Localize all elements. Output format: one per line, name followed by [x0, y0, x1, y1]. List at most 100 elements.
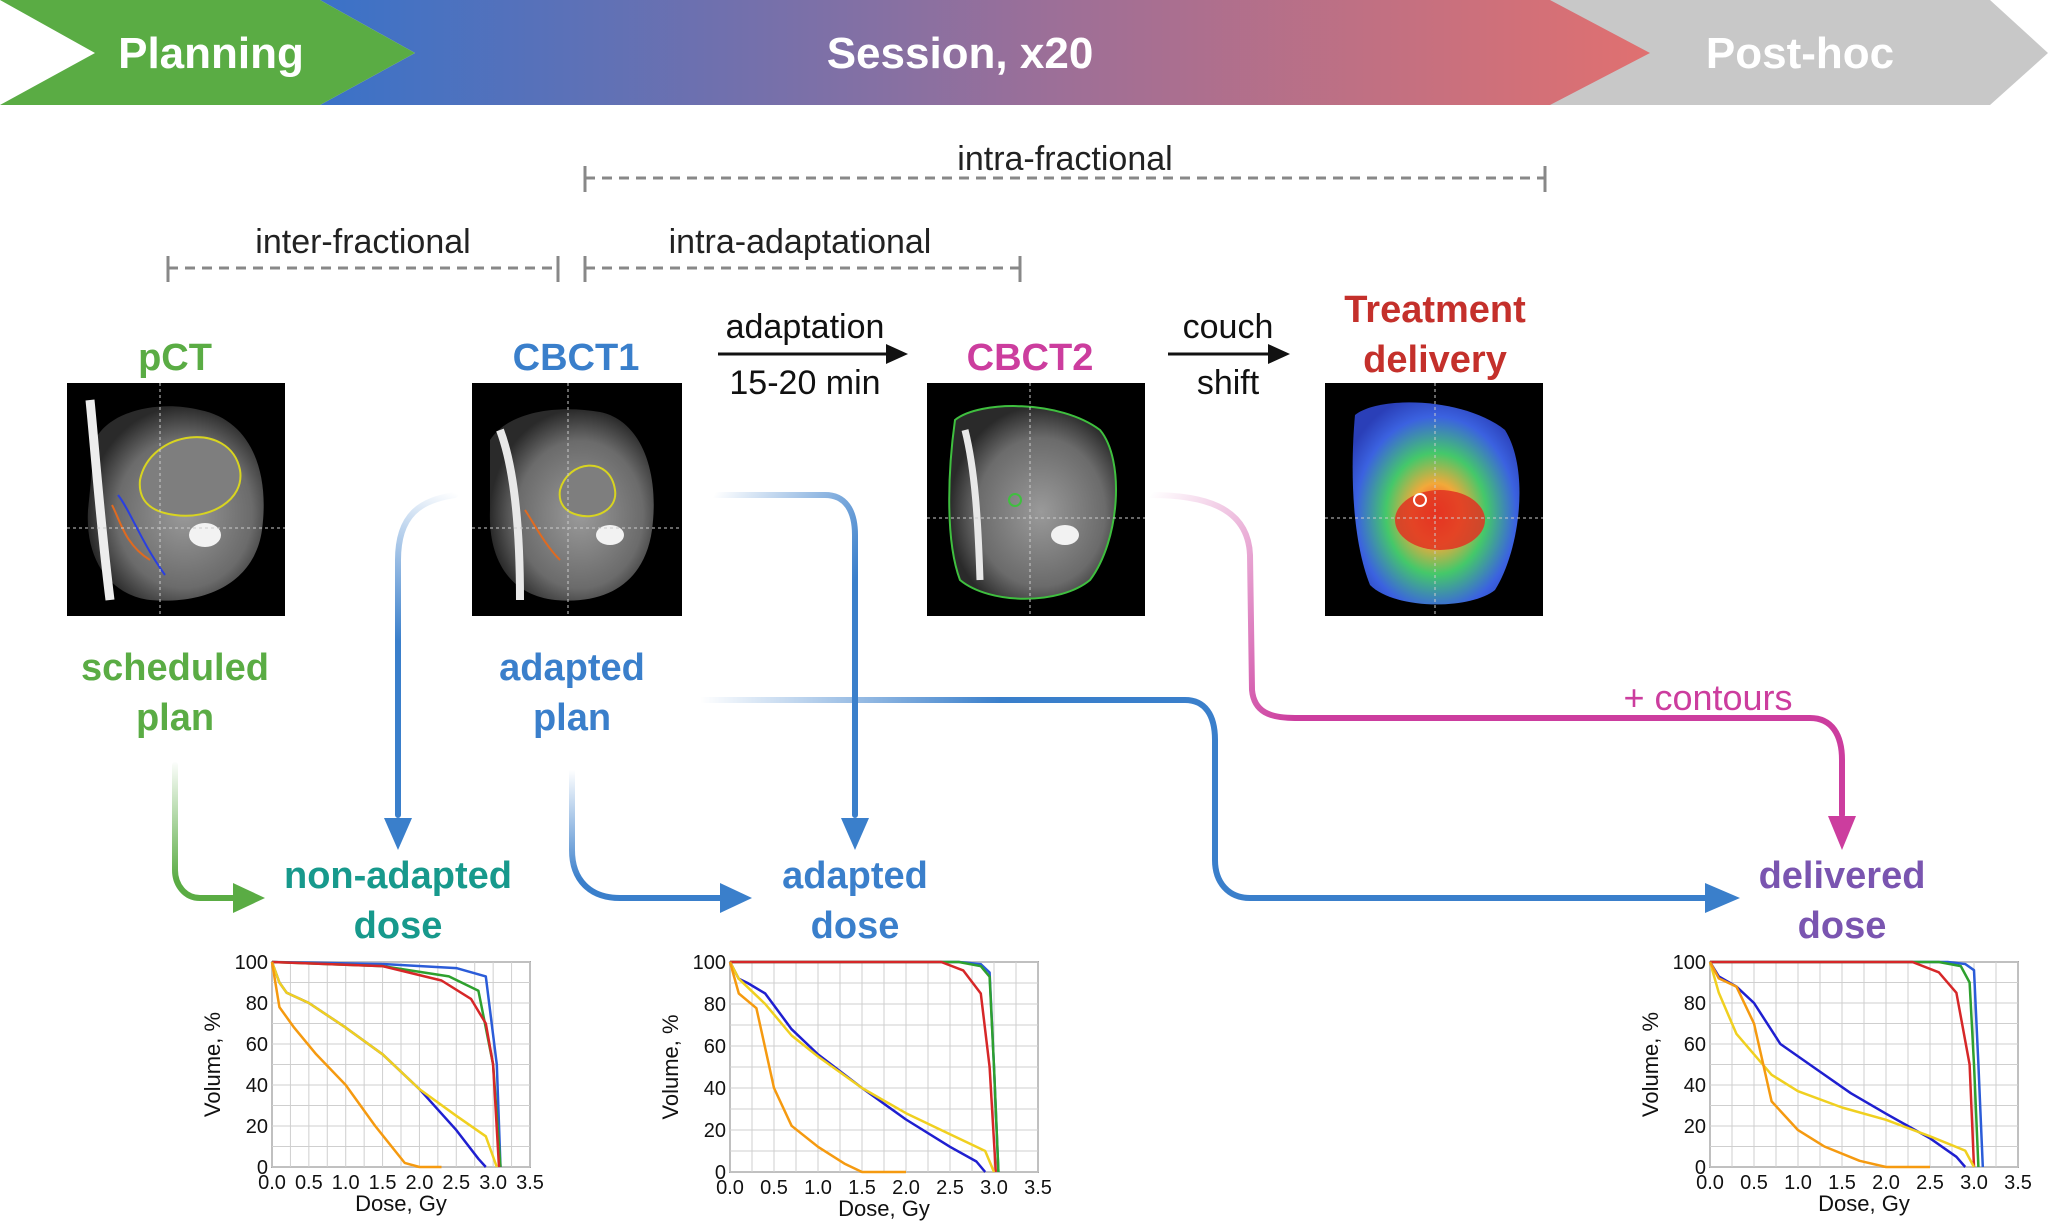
x-tick-label: 2.5: [1916, 1172, 1944, 1194]
y-tick-label: 40: [704, 1078, 726, 1100]
series-line-4: [270, 961, 498, 1168]
cbct1-to-nonadapted-arrow: [395, 492, 458, 818]
y-tick-label: 20: [704, 1120, 726, 1142]
phase-posthoc-label: Post-hoc: [1706, 29, 1894, 78]
phase-session-arrow: [320, 0, 1650, 105]
x-tick-label: 3.5: [1024, 1177, 1052, 1199]
series-line-4: [1708, 961, 1976, 1168]
x-tick-label: 0.0: [716, 1177, 744, 1199]
y-axis-label: Volume, %: [200, 1012, 225, 1117]
delivered-dose-line2: dose: [1798, 905, 1887, 947]
non-adapted-dose-line2: dose: [354, 905, 443, 947]
span-brackets: [166, 166, 1547, 282]
y-tick-label: 100: [693, 952, 726, 974]
y-axis-label: Volume, %: [658, 1014, 683, 1119]
series-line-4: [728, 961, 996, 1173]
x-tick-label: 2.5: [442, 1172, 470, 1194]
y-tick-label: 0: [715, 1162, 726, 1184]
x-tick-label: 1.0: [332, 1172, 360, 1194]
flow-arrows: [172, 492, 1845, 901]
y-tick-label: 100: [1673, 952, 1706, 974]
x-tick-label: 1.5: [848, 1177, 876, 1199]
phase-posthoc-arrow: [1530, 0, 2048, 105]
cbct2-image: [927, 383, 1145, 616]
phase-planning-label: Planning: [118, 29, 304, 78]
x-axis-label: Dose, Gy: [1818, 1191, 1910, 1216]
x-tick-label: 0.0: [1696, 1172, 1724, 1194]
phase-session-label: Session, x20: [827, 29, 1094, 78]
arrow-heads: [233, 816, 1856, 913]
pct-title: pCT: [138, 337, 212, 379]
scheduled-plan-line2: plan: [136, 697, 214, 739]
adaptation-time-label: 15-20 min: [729, 364, 880, 402]
x-axis-label: Dose, Gy: [355, 1191, 447, 1216]
x-tick-label: 0.5: [760, 1177, 788, 1199]
y-tick-label: 40: [1684, 1075, 1706, 1097]
y-tick-label: 20: [1684, 1116, 1706, 1138]
treatment-title-line2: delivery: [1363, 339, 1507, 381]
adaptation-arrow: [718, 344, 908, 364]
dvh-chart-adapted: 0.0 0.5 1.0 1.5 2.0 2.5 3.0 3.5 0 20 40 60 80 100Dose…: [658, 952, 1052, 1221]
x-tick-label: 1.0: [1784, 1172, 1812, 1194]
series-line-3: [728, 961, 987, 1173]
inter-fractional-label: inter-fractional: [255, 223, 470, 261]
series-line-5: [1708, 961, 1930, 1169]
phase-planning-arrow: [0, 0, 415, 105]
y-tick-label: 0: [257, 1157, 268, 1179]
plan-to-delivered-arrow: [697, 697, 1708, 901]
treatment-delivery-image: [1325, 383, 1543, 616]
x-tick-label: 1.5: [369, 1172, 397, 1194]
y-tick-label: 80: [1684, 993, 1706, 1015]
cbct2-to-delivered-arrow: [1147, 492, 1845, 818]
x-axis-label: Dose, Gy: [838, 1196, 930, 1221]
x-tick-label: 3.0: [1960, 1172, 1988, 1194]
cbct1-image: [472, 383, 682, 616]
series-line-2: [1710, 960, 1976, 1168]
x-tick-label: 0.5: [295, 1172, 323, 1194]
cbct1-to-adapted-arrow: [712, 492, 858, 818]
y-tick-label: 100: [235, 952, 268, 974]
adapted-plan-line1: adapted: [499, 647, 645, 689]
delivered-dose-line1: delivered: [1759, 855, 1926, 897]
x-tick-label: 1.5: [1828, 1172, 1856, 1194]
y-tick-label: 60: [704, 1036, 726, 1058]
treatment-title-line1: Treatment: [1344, 289, 1526, 331]
x-tick-label: 0.5: [1740, 1172, 1768, 1194]
phase-banner: Planning Session, x20 Post-hoc: [0, 0, 2048, 105]
x-tick-label: 3.5: [516, 1172, 544, 1194]
couch-label: couch: [1183, 308, 1274, 346]
series-line-5: [728, 961, 906, 1174]
adapted-dose-line2: dose: [811, 905, 900, 947]
y-tick-label: 80: [246, 993, 268, 1015]
plan-to-nonadapted-arrow: [172, 762, 238, 901]
cbct2-title: CBCT2: [967, 337, 1094, 379]
series-line-2: [730, 960, 998, 1173]
shift-label: shift: [1197, 364, 1260, 402]
adapted-plan-line2: plan: [533, 697, 611, 739]
x-tick-label: 3.0: [980, 1177, 1008, 1199]
pct-image: [67, 383, 285, 616]
x-tick-label: 3.0: [479, 1172, 507, 1194]
non-adapted-dose-line1: non-adapted: [284, 855, 512, 897]
y-tick-label: 80: [704, 994, 726, 1016]
x-tick-label: 0.0: [258, 1172, 286, 1194]
contours-label: + contours: [1623, 677, 1792, 718]
x-tick-label: 3.5: [2004, 1172, 2032, 1194]
x-tick-label: 2.0: [406, 1172, 434, 1194]
x-tick-label: 2.5: [936, 1177, 964, 1199]
x-tick-label: 2.0: [1872, 1172, 1900, 1194]
adaptation-label: adaptation: [726, 308, 885, 346]
y-tick-label: 40: [246, 1075, 268, 1097]
series-line-5: [270, 961, 442, 1169]
couch-shift-arrow: [1168, 344, 1290, 364]
series-line-0: [271, 960, 502, 1168]
series-line-2: [271, 960, 501, 1168]
x-tick-label: 2.0: [892, 1177, 920, 1199]
plan-to-adapted-arrow: [569, 767, 723, 901]
intra-adaptational-label: intra-adaptational: [669, 223, 932, 261]
y-tick-label: 60: [1684, 1034, 1706, 1056]
x-tick-label: 1.0: [804, 1177, 832, 1199]
